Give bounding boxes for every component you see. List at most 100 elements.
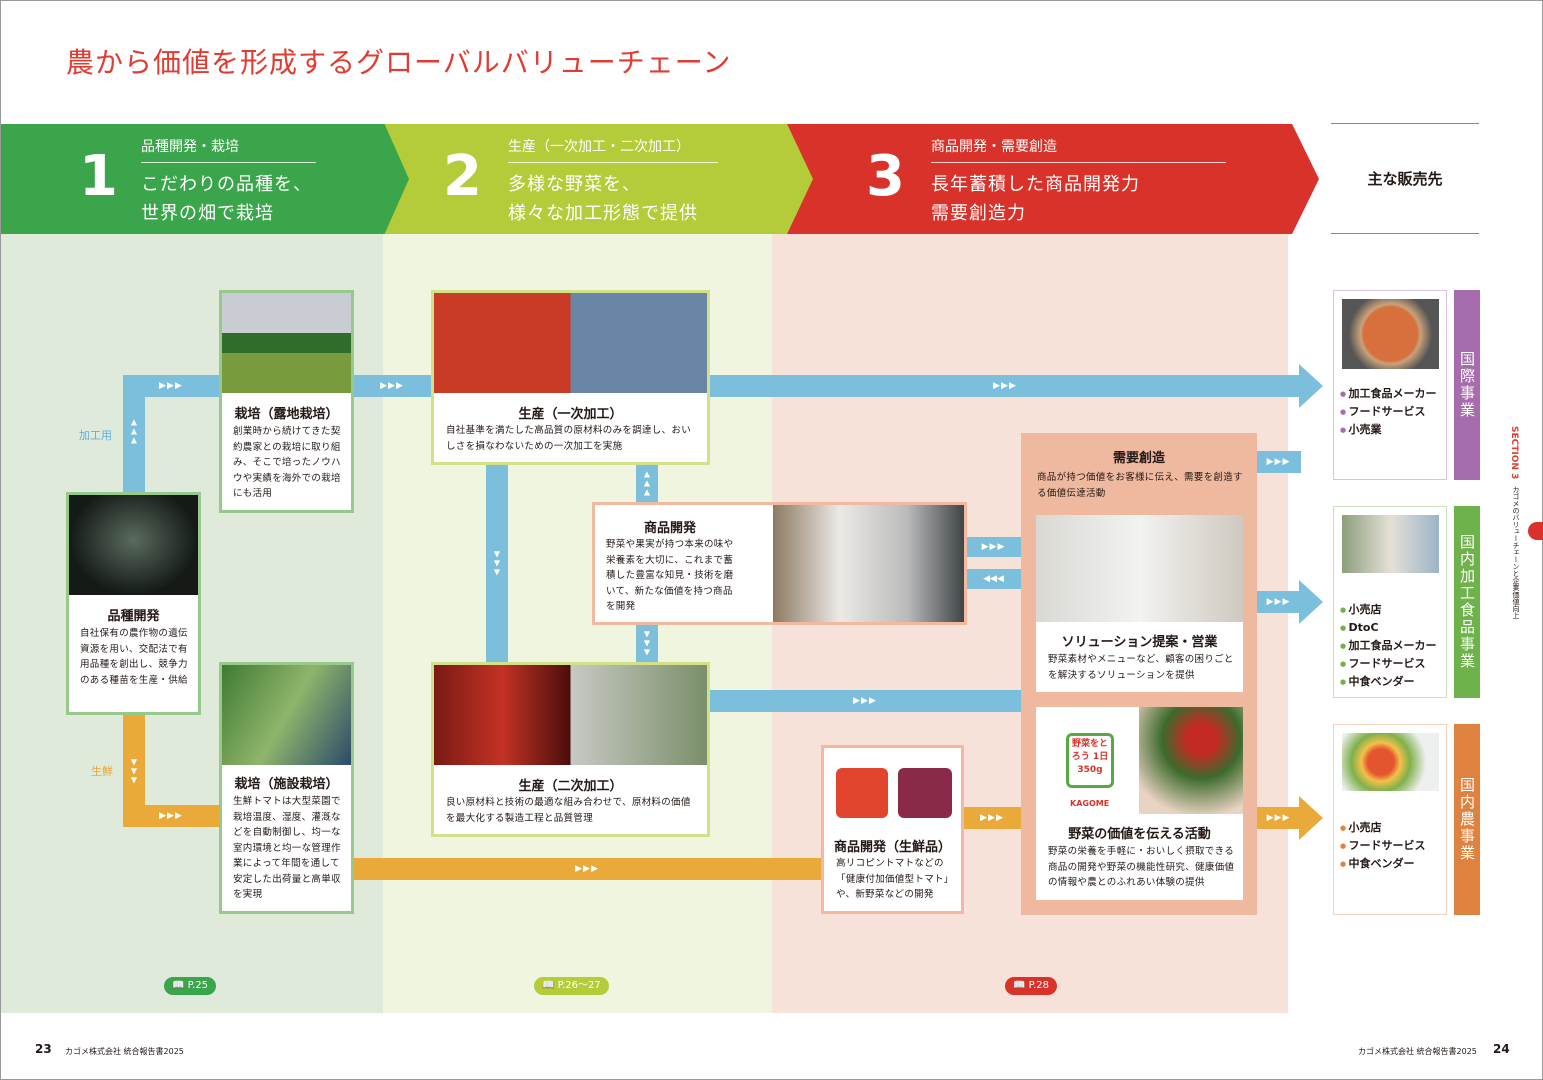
card-body: 野菜や果実が持つ本来の味や栄養素を大切に、これまで蓄積した豊富な知見・技術を磨い… [606, 539, 734, 612]
kagome-logo: KAGOME [1070, 799, 1110, 808]
card-title: 栽培（施設栽培） [234, 777, 339, 792]
field-cultivation-card: 栽培（露地栽培） 創業時から続けてきた契約農家との栽培に取り組み、そこで培ったノ… [219, 290, 354, 513]
card-body: 生鮮トマトは大型菜園で栽培温度、湿度、灌漑などを自動制御し、均一な室内環境と均一… [233, 796, 341, 900]
breeding-card: 品種開発 自社保有の農作物の遺伝資源を用い、交配法で有用品種を創出し、競争力のあ… [66, 492, 201, 715]
card-body: 自社基準を満たした高品質の原材料のみを調達し、おいしさを損なわないための一次加工… [446, 425, 692, 452]
page-ref-label: P.25 [187, 980, 209, 991]
tomato-harvest-photo [434, 293, 707, 393]
logo-text: 野菜をとろう 1日350g [1071, 739, 1109, 775]
card-body: 良い原材料と技術の最適な組み合わせで、原材料の価値を最大化する製造工程と品質管理 [446, 797, 691, 824]
flow-arrow-left [966, 569, 1021, 589]
stage-1-band: 1 品種開発・栽培 こだわりの品種を、 世界の畑で栽培 [1, 124, 409, 234]
flow-arrow [1256, 451, 1301, 473]
secondary-processing-card: 生産（二次加工） 良い原材料と技術の最適な組み合わせで、原材料の価値を最大化する… [431, 662, 710, 837]
customer-item: 小売店 [1340, 819, 1426, 837]
stage-line: 需要創造力 [931, 203, 1026, 224]
publication-left: カゴメ株式会社 統合報告書2025 [65, 1047, 184, 1056]
fresh-flow-arrow [1256, 807, 1301, 829]
card-body: 自社保有の農作物の遺伝資源を用い、交配法で有用品種を創出し、競争力のある種苗を生… [80, 628, 188, 686]
page-number-left: 23 [35, 1042, 52, 1056]
page-ref-p26-27[interactable]: 📖 P.26〜27 [534, 977, 609, 995]
solution-card: ソリューション提案・営業 野菜素材やメニューなど、顧客の困りごとを解決するソリュ… [1036, 515, 1243, 692]
stage-category: 商品開発・需要創造 [931, 136, 1226, 163]
card-title: 生産（一次加工） [518, 407, 623, 422]
flow-up-arrows [636, 464, 658, 502]
customer-box-international: 加工食品メーカーフードサービス小売業 [1333, 290, 1447, 480]
pizza-photo [1342, 299, 1439, 369]
card-title: 栽培（露地栽培） [234, 407, 339, 422]
section-tab[interactable] [1528, 522, 1543, 540]
customer-item: 小売業 [1340, 421, 1437, 439]
fresh-flow-arrow [963, 807, 1021, 829]
onion-package-image [898, 768, 952, 818]
customer-item: 中食ベンダー [1340, 855, 1426, 873]
segment-label: 国内加工食品事業 [1458, 534, 1476, 670]
stage-2-band: 2 生産（一次加工・二次加工） 多様な野菜を、 様々な加工形態で提供 [381, 124, 813, 234]
stage-line: 世界の畑で栽培 [141, 203, 274, 224]
flow-arrow [709, 375, 1301, 397]
primary-processing-card: 生産（一次加工） 自社基準を満たした高品質の原材料のみを調達し、おいしさを損なわ… [431, 290, 710, 465]
stage-3-band: 3 商品開発・需要創造 長年蓄積した商品開発力 需要創造力 [781, 124, 1319, 234]
customer-box-domestic-processed: 小売店DtoC加工食品メーカーフードサービス中食ベンダー [1333, 506, 1447, 698]
stage-line: こだわりの品種を、 [141, 174, 312, 195]
lab-photo [773, 505, 964, 622]
page-number-right: 24 [1493, 1042, 1510, 1056]
card-title: 生産（二次加工） [518, 779, 623, 794]
stage-line: 多様な野菜を、 [508, 174, 641, 195]
vegetable-value-card: 野菜をとろう 1日350g KAGOME 野菜の価値を伝える活動 野菜の栄養を手… [1036, 707, 1243, 900]
stage-line: 様々な加工形態で提供 [508, 203, 698, 224]
customer-item: フードサービス [1340, 837, 1426, 855]
panel-title: 需要創造 [1112, 451, 1165, 466]
flow-arrow [123, 375, 219, 397]
fresh-product-card: 商品開発（生鮮品） 高リコピントマトなどの「健康付加価値型トマト」や、新野菜など… [821, 745, 964, 914]
page-ref-p25[interactable]: 📖 P.25 [164, 977, 217, 995]
page-ref-p28[interactable]: 📖 P.28 [1005, 977, 1058, 995]
stage-number: 2 [443, 144, 482, 209]
customer-item: 小売店 [1340, 601, 1437, 619]
stage-number: 1 [79, 144, 118, 209]
processing-label: 加工用 [79, 429, 112, 442]
flow-arrow [709, 690, 1021, 712]
card-title: 商品開発 [643, 521, 696, 536]
segment-label-international: 国際事業 [1454, 290, 1480, 480]
fresh-label: 生鮮 [91, 765, 113, 778]
page-ref-label: P.28 [1028, 980, 1050, 991]
flow-arrow [353, 375, 431, 397]
card-title: 品種開発 [107, 609, 160, 624]
card-title: 野菜の価値を伝える活動 [1068, 827, 1211, 842]
segment-label-domestic-processed: 国内加工食品事業 [1454, 506, 1480, 698]
stage-category: 生産（一次加工・二次加工） [508, 136, 718, 163]
section-subtitle: カゴメのバリューチェーンと企業価値向上 [1512, 486, 1520, 619]
factory-photo [434, 665, 707, 765]
customer-box-domestic-agri: 小売店フードサービス中食ベンダー [1333, 724, 1447, 915]
vegetable-350g-logo: 野菜をとろう 1日350g [1066, 733, 1114, 788]
flow-arrow [1256, 591, 1301, 613]
arrow-head [1299, 364, 1323, 408]
fresh-flow [123, 714, 145, 827]
customer-item: DtoC [1340, 619, 1437, 637]
stage-line: 長年蓄積した商品開発力 [931, 174, 1140, 195]
card-title: ソリューション提案・営業 [1061, 635, 1218, 650]
segment-label: 国内農事業 [1458, 777, 1476, 862]
tomato-package-image [836, 768, 888, 818]
customer-item: 加工食品メーカー [1340, 637, 1437, 655]
stage-number: 3 [866, 144, 905, 209]
arrow-head [1299, 580, 1323, 624]
fresh-flow-arrow [123, 805, 219, 827]
arrow-head [1299, 796, 1323, 840]
seedling-photo [69, 495, 198, 595]
stage-category: 品種開発・栽培 [141, 136, 316, 163]
card-body: 創業時から続けてきた契約農家との栽培に取り組み、そこで培ったノウハウや実績を海外… [233, 426, 341, 499]
customer-item: フードサービス [1340, 655, 1437, 673]
card-body: 野菜素材やメニューなど、顧客の困りごとを解決するソリューションを提供 [1048, 654, 1234, 681]
sales-header-label: 主な販売先 [1367, 170, 1443, 188]
flow-down-arrows [486, 464, 508, 662]
page-title: 農から価値を形成するグローバルバリューチェーン [66, 46, 732, 79]
flow-down-arrows [636, 624, 658, 662]
greenhouse-cultivation-card: 栽培（施設栽培） 生鮮トマトは大型菜園で栽培温度、湿度、灌漑などを自動制御し、均… [219, 662, 354, 914]
segment-label-domestic-agri: 国内農事業 [1454, 724, 1480, 915]
supermarket-photo [1342, 515, 1439, 573]
child-tomato-photo [1139, 707, 1243, 814]
customer-item: 加工食品メーカー [1340, 385, 1437, 403]
card-body: 高リコピントマトなどの「健康付加価値型トマト」や、新野菜などの開発 [836, 858, 954, 900]
